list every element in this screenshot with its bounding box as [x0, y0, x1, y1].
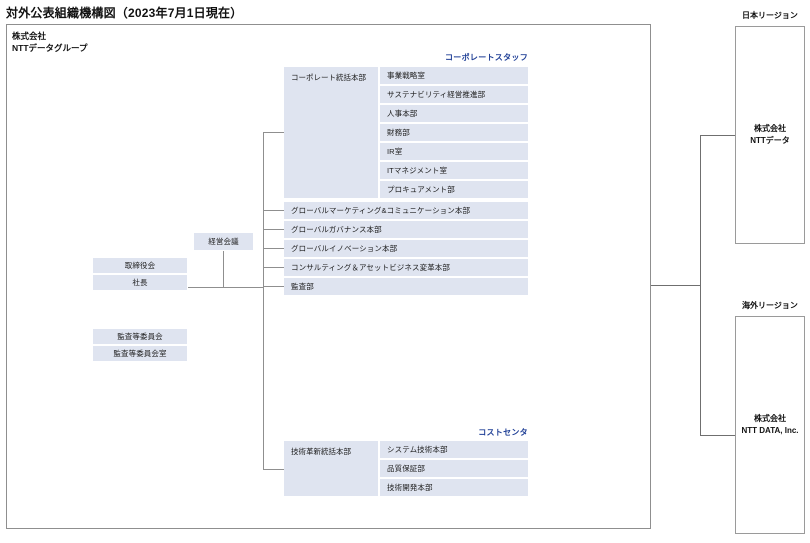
- caption-japan-region: 日本リージョン: [742, 11, 798, 20]
- box-corporate-child-6[interactable]: プロキュアメント部: [379, 180, 529, 199]
- box-board-of-directors[interactable]: 取締役会: [92, 257, 188, 274]
- box-corporate-child-4[interactable]: IR室: [379, 142, 529, 161]
- connector-to-overseas-region: [700, 435, 735, 436]
- box-cost-child-1[interactable]: 品質保証部: [379, 459, 529, 478]
- box-division-2[interactable]: グローバルイノベーション本部: [283, 239, 529, 258]
- divider-corporate-children: [379, 66, 380, 199]
- connector-management-meeting-vertical: [223, 251, 224, 287]
- connector-branch-division-3: [263, 267, 284, 268]
- connector-main-trunk: [263, 132, 264, 469]
- connector-branch-division-0: [263, 210, 284, 211]
- connector-branch-division-4: [263, 286, 284, 287]
- box-corporate-child-0[interactable]: 事業戦略室: [379, 66, 529, 85]
- box-corporate-child-5[interactable]: ITマネジメント室: [379, 161, 529, 180]
- box-president[interactable]: 社長: [92, 274, 188, 291]
- box-division-1[interactable]: グローバルガバナンス本部: [283, 220, 529, 239]
- box-technology-innovation-hq[interactable]: 技術革新統括本部: [283, 440, 379, 497]
- connector-branch-cost-center: [263, 469, 284, 470]
- box-management-meeting[interactable]: 経営会議: [193, 232, 254, 251]
- box-corporate-management-hq[interactable]: コーポレート統括本部: [283, 66, 379, 199]
- box-audit-committee[interactable]: 監査等委員会: [92, 328, 188, 345]
- box-division-4[interactable]: 監査部: [283, 277, 529, 296]
- box-division-0[interactable]: グローバルマーケティング&コミュニケーション本部: [283, 201, 529, 220]
- connector-branch-division-2: [263, 248, 284, 249]
- box-region-company-japan[interactable]: 株式会社 NTTデータ: [735, 26, 805, 244]
- group-frame: [6, 24, 651, 529]
- connector-president-horizontal: [188, 287, 264, 288]
- connector-group-to-regions: [651, 285, 701, 286]
- connector-branch-corporate-hq: [263, 132, 284, 133]
- box-corporate-child-3[interactable]: 財務部: [379, 123, 529, 142]
- caption-cost-center: コストセンタ: [478, 428, 528, 437]
- box-region-company-overseas[interactable]: 株式会社 NTT DATA, Inc.: [735, 316, 805, 534]
- page-title: 対外公表組織機構図（2023年7月1日現在）: [6, 6, 243, 20]
- box-division-3[interactable]: コンサルティング＆アセットビジネス変革本部: [283, 258, 529, 277]
- box-cost-child-2[interactable]: 技術開発本部: [379, 478, 529, 497]
- caption-overseas-region: 海外リージョン: [742, 301, 798, 310]
- box-audit-committee-office[interactable]: 監査等委員会室: [92, 345, 188, 362]
- caption-corporate-staff: コーポレートスタッフ: [445, 53, 528, 62]
- box-corporate-child-2[interactable]: 人事本部: [379, 104, 529, 123]
- connector-branch-division-1: [263, 229, 284, 230]
- box-cost-child-0[interactable]: システム技術本部: [379, 440, 529, 459]
- connector-to-japan-region: [700, 135, 735, 136]
- group-company-label: 株式会社 NTTデータグループ: [12, 31, 88, 54]
- box-corporate-child-1[interactable]: サステナビリティ経営推進部: [379, 85, 529, 104]
- divider-cost-children: [379, 440, 380, 497]
- connector-regions-vertical: [700, 135, 701, 435]
